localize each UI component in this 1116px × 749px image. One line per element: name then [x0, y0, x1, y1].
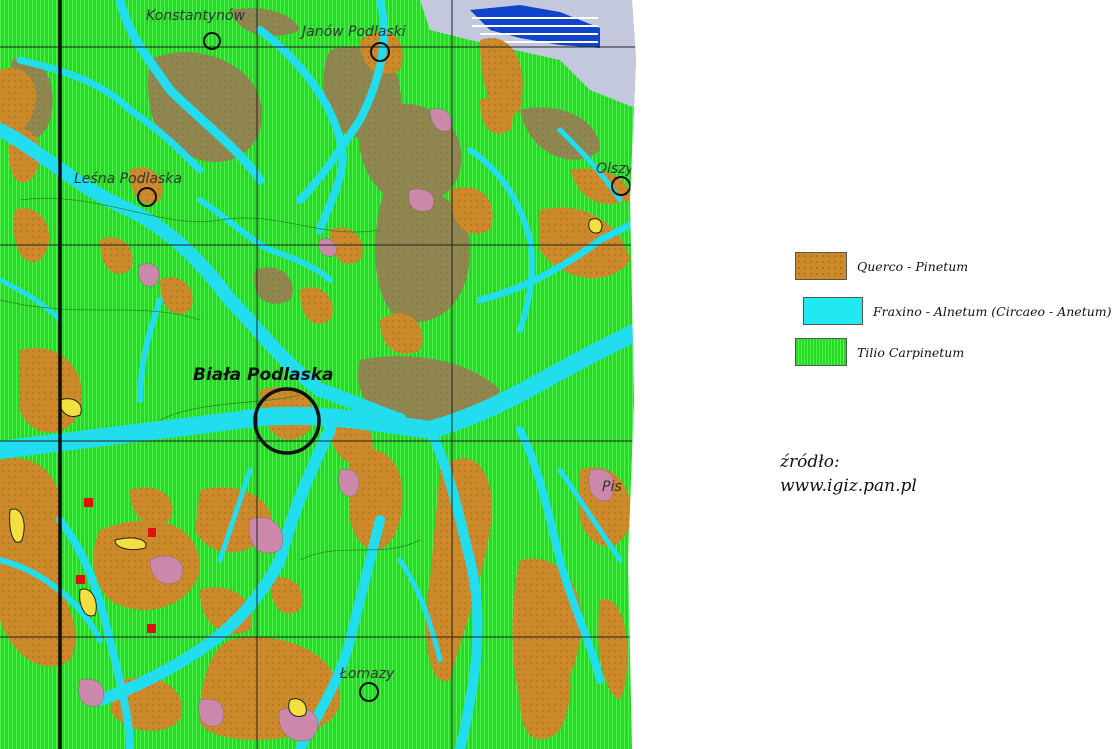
place-label-lesna-podlaska: Leśna Podlaska [74, 171, 182, 187]
place-label-janow-podlaski: Janów Podlaski [299, 24, 406, 40]
place-label-pis: Pis [602, 479, 622, 495]
legend-label-fraxino: Fraxino - Alnetum (Circaeo - Anetum) [873, 303, 1112, 319]
lake-lines [472, 17, 598, 43]
legend-swatch-querco [795, 252, 847, 280]
source-label: źródło: [780, 452, 840, 472]
legend-label-querco: Querco - Pinetum [857, 258, 969, 274]
legend-item-tilio: Tilio Carpinetum [795, 338, 964, 366]
source-note: źródło: www.igiz.pan.pl [780, 450, 917, 498]
vegetation-map: Konstantynów Janów Podlaski Leśna Podlas… [0, 0, 636, 749]
legend-label-tilio: Tilio Carpinetum [857, 344, 965, 360]
fraxino-river-network [0, 0, 636, 749]
red-markers [76, 498, 156, 633]
place-label-olszyn: Olszy [596, 161, 635, 177]
legend-item-querco: Querco - Pinetum [795, 252, 968, 280]
map-grid [0, 0, 636, 749]
legend-item-fraxino: Fraxino - Alnetum (Circaeo - Anetum) [803, 297, 1112, 325]
place-label-lomazy: Łomazy [339, 666, 395, 682]
place-label-biala-podlaska: Biała Podlaska [193, 365, 334, 385]
town-markers [137, 32, 631, 702]
source-url: www.igiz.pan.pl [780, 476, 917, 496]
contour-lines [0, 198, 421, 561]
legend-swatch-tilio [795, 338, 847, 366]
legend-swatch-fraxino [803, 297, 863, 325]
place-label-konstantynow: Konstantynów [146, 8, 246, 24]
yellow-areas [9, 218, 603, 717]
